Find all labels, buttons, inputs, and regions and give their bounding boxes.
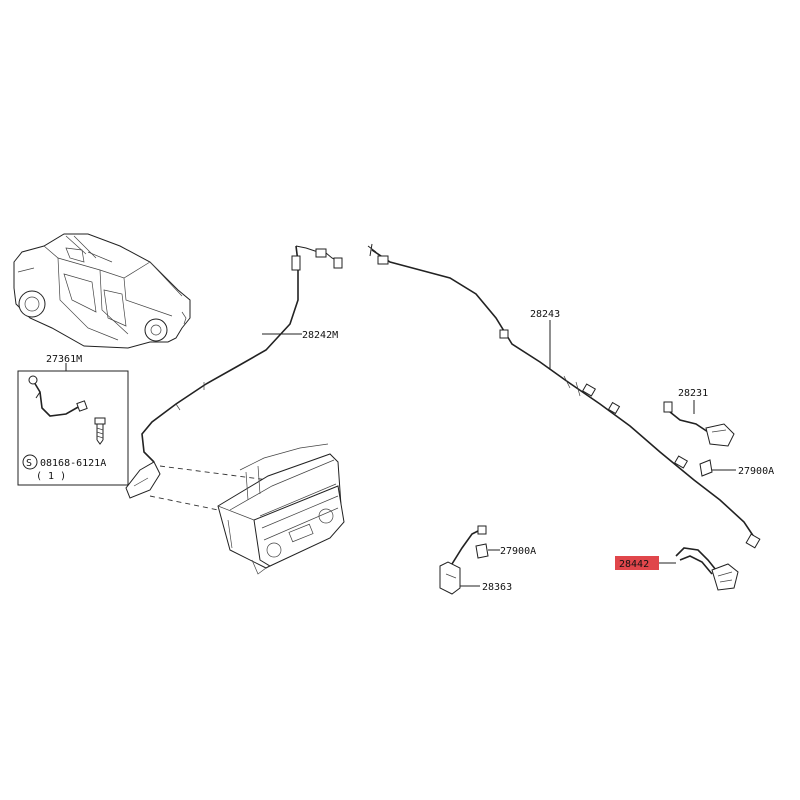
head-unit bbox=[217, 443, 345, 575]
part-label-08168-6121A: 08168-6121A bbox=[40, 458, 106, 469]
bolt-08168 bbox=[94, 417, 106, 445]
car-illustration bbox=[13, 233, 191, 349]
part-27361M-group: 27361M S 08168-6121A ( 1 ) bbox=[17, 354, 129, 486]
part-label-28242M: 28242M bbox=[302, 330, 338, 341]
part-label-28442: 28442 bbox=[619, 559, 649, 570]
part-28363-group: 27900A 28363 bbox=[439, 525, 536, 595]
part-label-27900A-mid: 27900A bbox=[500, 546, 536, 557]
clip-27900A-right: 27900A bbox=[699, 459, 774, 477]
part-label-28243: 28243 bbox=[530, 309, 560, 320]
part-28442-group: 28442 bbox=[615, 547, 739, 591]
part-28231-group: 28231 bbox=[663, 388, 735, 447]
part-label-27361M: 27361M bbox=[46, 354, 82, 365]
part-label-28231: 28231 bbox=[678, 388, 708, 399]
part-qty-08168: ( 1 ) bbox=[36, 471, 66, 482]
cable-28242M: 28242M bbox=[125, 245, 343, 499]
part-symbol-S: S bbox=[26, 458, 32, 469]
part-28442-highlight bbox=[615, 556, 659, 570]
cable-28243: 28243 bbox=[367, 243, 761, 549]
part-label-27900A-right: 27900A bbox=[738, 466, 774, 477]
part-label-28363: 28363 bbox=[482, 582, 512, 593]
cable-27361M bbox=[28, 375, 88, 417]
